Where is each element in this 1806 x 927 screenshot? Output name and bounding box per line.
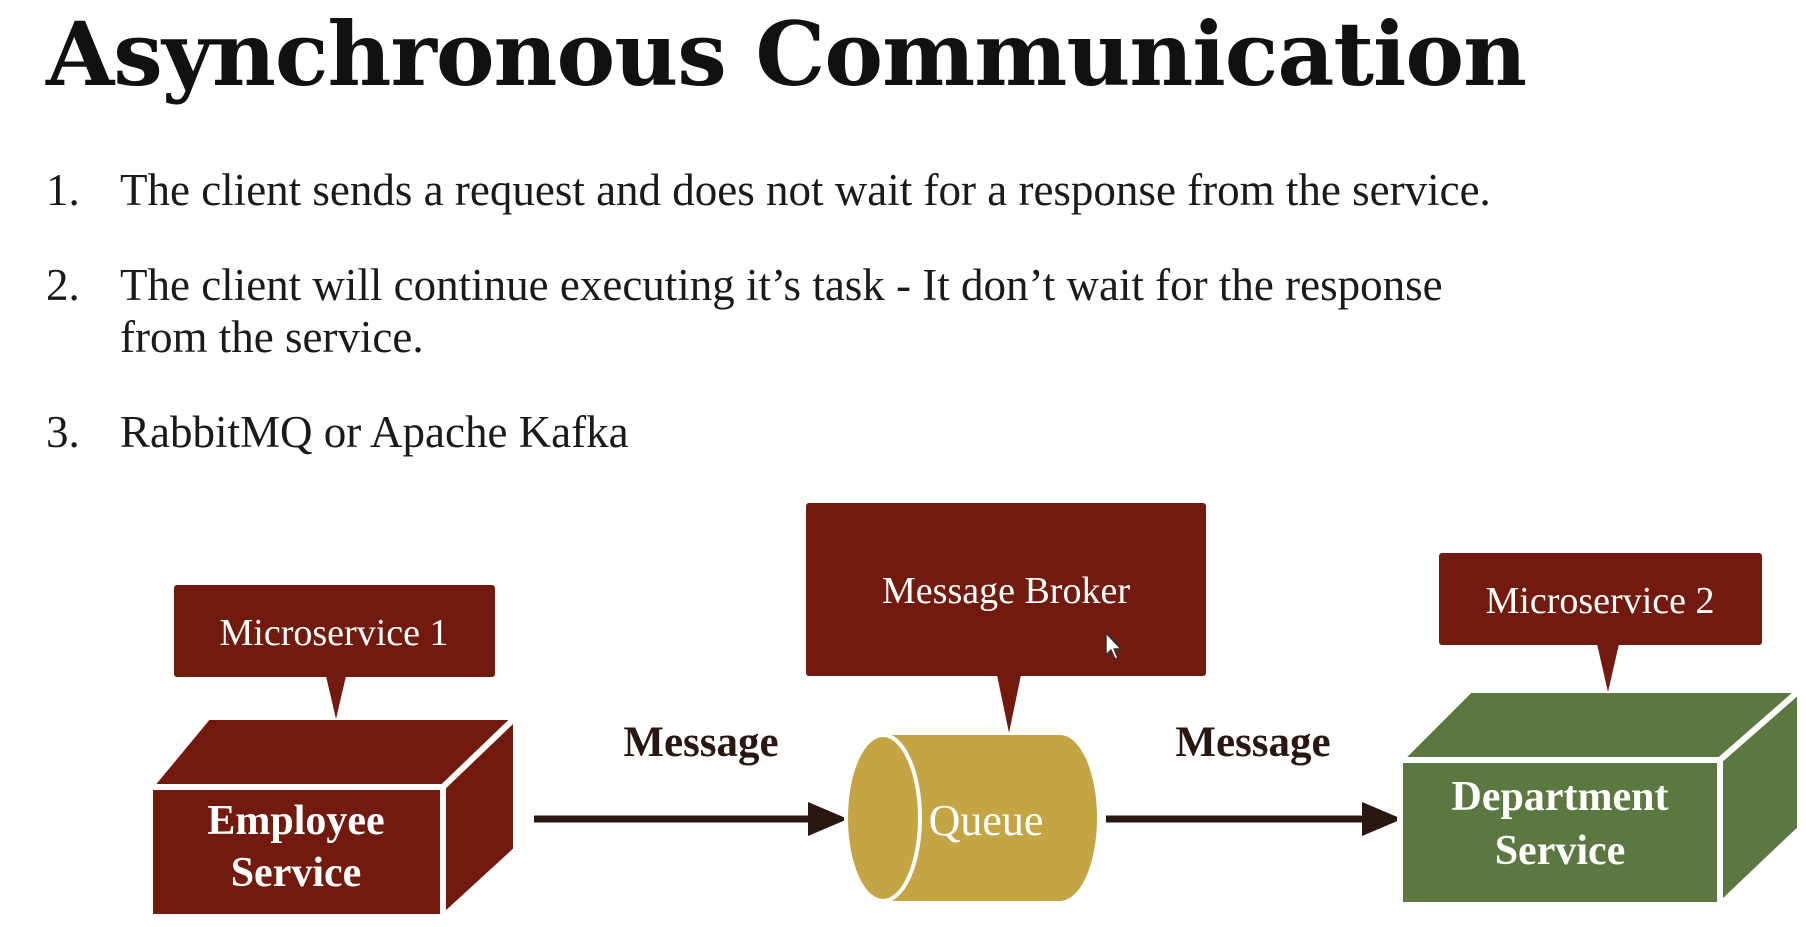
callout-pointer bbox=[997, 675, 1021, 733]
queue-node: Queue bbox=[844, 733, 1097, 903]
slide-title: Asynchronous Communication bbox=[46, 2, 1527, 106]
message-broker-callout: Message Broker bbox=[806, 503, 1206, 733]
arrow-head bbox=[808, 802, 848, 836]
message-broker-callout-label: Message Broker bbox=[882, 570, 1130, 612]
department-cube-front bbox=[1397, 757, 1723, 908]
employee-cube-front bbox=[147, 784, 446, 920]
department-service-label-line-1: Department bbox=[1452, 774, 1669, 820]
microservice-1-callout-label: Microservice 1 bbox=[220, 612, 449, 654]
mouse-cursor-icon bbox=[1105, 632, 1122, 660]
message-arrow-right: Message bbox=[1106, 719, 1402, 836]
message-label-left: Message bbox=[623, 719, 778, 766]
microservice-2-callout: Microservice 2 bbox=[1439, 553, 1762, 692]
callout-pointer bbox=[326, 676, 346, 719]
callout-box bbox=[174, 585, 495, 677]
message-label-right: Message bbox=[1175, 719, 1330, 766]
microservice-1-callout: Microservice 1 bbox=[174, 585, 495, 719]
queue-cylinder-end bbox=[844, 733, 922, 903]
employee-service-label-line-1: Employee bbox=[207, 798, 384, 844]
department-service-label-line-2: Service bbox=[1495, 828, 1626, 874]
message-arrow-left: Message bbox=[534, 719, 848, 836]
employee-service-label-line-2: Service bbox=[231, 850, 362, 896]
bullet-number: 2. bbox=[46, 260, 80, 310]
bullet-number: 3. bbox=[46, 407, 80, 457]
queue-cylinder-body bbox=[883, 735, 1097, 901]
bullet-text-line-2: from the service. bbox=[120, 312, 424, 362]
department-service-node: Department Service bbox=[1392, 683, 1806, 912]
bullet-text-line-1: The client will continue executing it’s … bbox=[120, 260, 1443, 310]
callout-pointer bbox=[1597, 644, 1619, 692]
callout-box bbox=[1439, 553, 1762, 645]
arrow-head bbox=[1362, 802, 1402, 836]
queue-label: Queue bbox=[929, 796, 1044, 845]
bullet-text: RabbitMQ or Apache Kafka bbox=[120, 407, 629, 457]
employee-service-node: Employee Service bbox=[143, 709, 524, 924]
bullet-text: The client sends a request and does not … bbox=[120, 165, 1491, 215]
microservice-2-callout-label: Microservice 2 bbox=[1486, 580, 1715, 622]
bullet-number: 1. bbox=[46, 165, 80, 215]
